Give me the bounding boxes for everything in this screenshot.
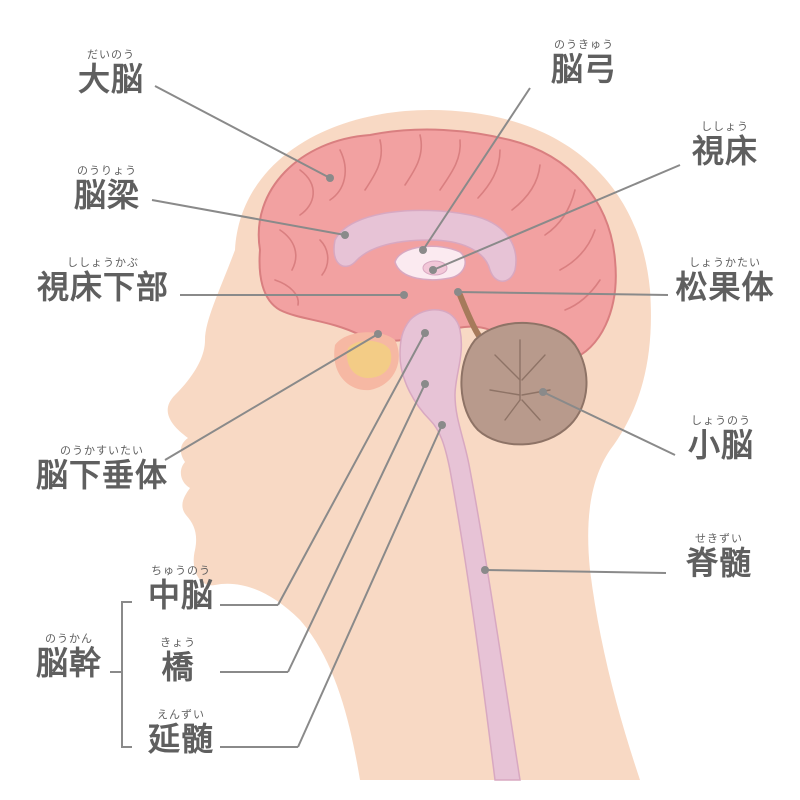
label-spinal-cord-ruby: せきずい xyxy=(695,532,743,545)
leader-dots xyxy=(326,174,547,574)
label-fornix: のうきゅう 脳弓 xyxy=(536,38,632,87)
label-cerebrum-text: 大脳 xyxy=(77,60,144,98)
brain-folds xyxy=(274,134,601,311)
label-pons-text: 橋 xyxy=(161,648,195,686)
label-cerebrum: だいのう 大脳 xyxy=(66,48,156,97)
label-corpus-callosum-ruby: のうりょう xyxy=(77,164,137,177)
label-hypothalamus-text: 視床下部 xyxy=(36,268,169,306)
label-medulla-ruby: えんずい xyxy=(157,708,205,721)
label-hypothalamus-ruby: ししょうかぶ xyxy=(67,256,139,269)
label-cerebellum-ruby: しょうのう xyxy=(691,414,751,427)
label-spinal-cord: せきずい 脊髄 xyxy=(674,532,764,581)
label-medulla: えんずい 延髄 xyxy=(136,708,226,757)
label-pineal-ruby: しょうかたい xyxy=(689,256,761,269)
label-thalamus: ししょう 視床 xyxy=(680,120,770,169)
label-brainstem-ruby: のうかん xyxy=(45,632,93,645)
corpus-callosum xyxy=(333,209,517,282)
label-medulla-text: 延髄 xyxy=(147,720,214,758)
label-pituitary: のうかすいたい 脳下垂体 xyxy=(26,444,178,493)
label-midbrain-ruby: ちゅうのう xyxy=(151,564,211,577)
label-thalamus-text: 視床 xyxy=(691,132,758,170)
cerebellum-shape xyxy=(460,322,588,446)
label-fornix-text: 脳弓 xyxy=(550,50,617,88)
label-pons: きょう 橋 xyxy=(146,636,210,685)
label-midbrain-text: 中脳 xyxy=(147,576,214,614)
label-midbrain: ちゅうのう 中脳 xyxy=(136,564,226,613)
label-cerebellum-text: 小脳 xyxy=(687,426,754,464)
label-pineal-text: 松果体 xyxy=(675,268,775,306)
leader-lines xyxy=(110,85,681,748)
brainstem-spinal-cord xyxy=(399,309,521,781)
label-pituitary-text: 脳下垂体 xyxy=(35,456,168,494)
label-brainstem-text: 脳幹 xyxy=(35,644,102,682)
label-cerebrum-ruby: だいのう xyxy=(87,48,135,61)
label-corpus-callosum: のうりょう 脳梁 xyxy=(62,164,152,213)
label-pituitary-ruby: のうかすいたい xyxy=(60,444,144,457)
label-thalamus-ruby: ししょう xyxy=(701,120,749,133)
label-corpus-callosum-text: 脳梁 xyxy=(73,176,140,214)
label-pineal: しょうかたい 松果体 xyxy=(668,256,782,305)
label-fornix-ruby: のうきゅう xyxy=(554,38,614,51)
label-brainstem: のうかん 脳幹 xyxy=(24,632,114,681)
pituitary-gland xyxy=(346,340,392,378)
label-hypothalamus: ししょうかぶ 視床下部 xyxy=(28,256,178,305)
cerebellum-folds xyxy=(489,339,551,421)
label-spinal-cord-text: 脊髄 xyxy=(685,544,752,582)
label-pons-ruby: きょう xyxy=(160,636,196,649)
label-cerebellum: しょうのう 小脳 xyxy=(676,414,766,463)
